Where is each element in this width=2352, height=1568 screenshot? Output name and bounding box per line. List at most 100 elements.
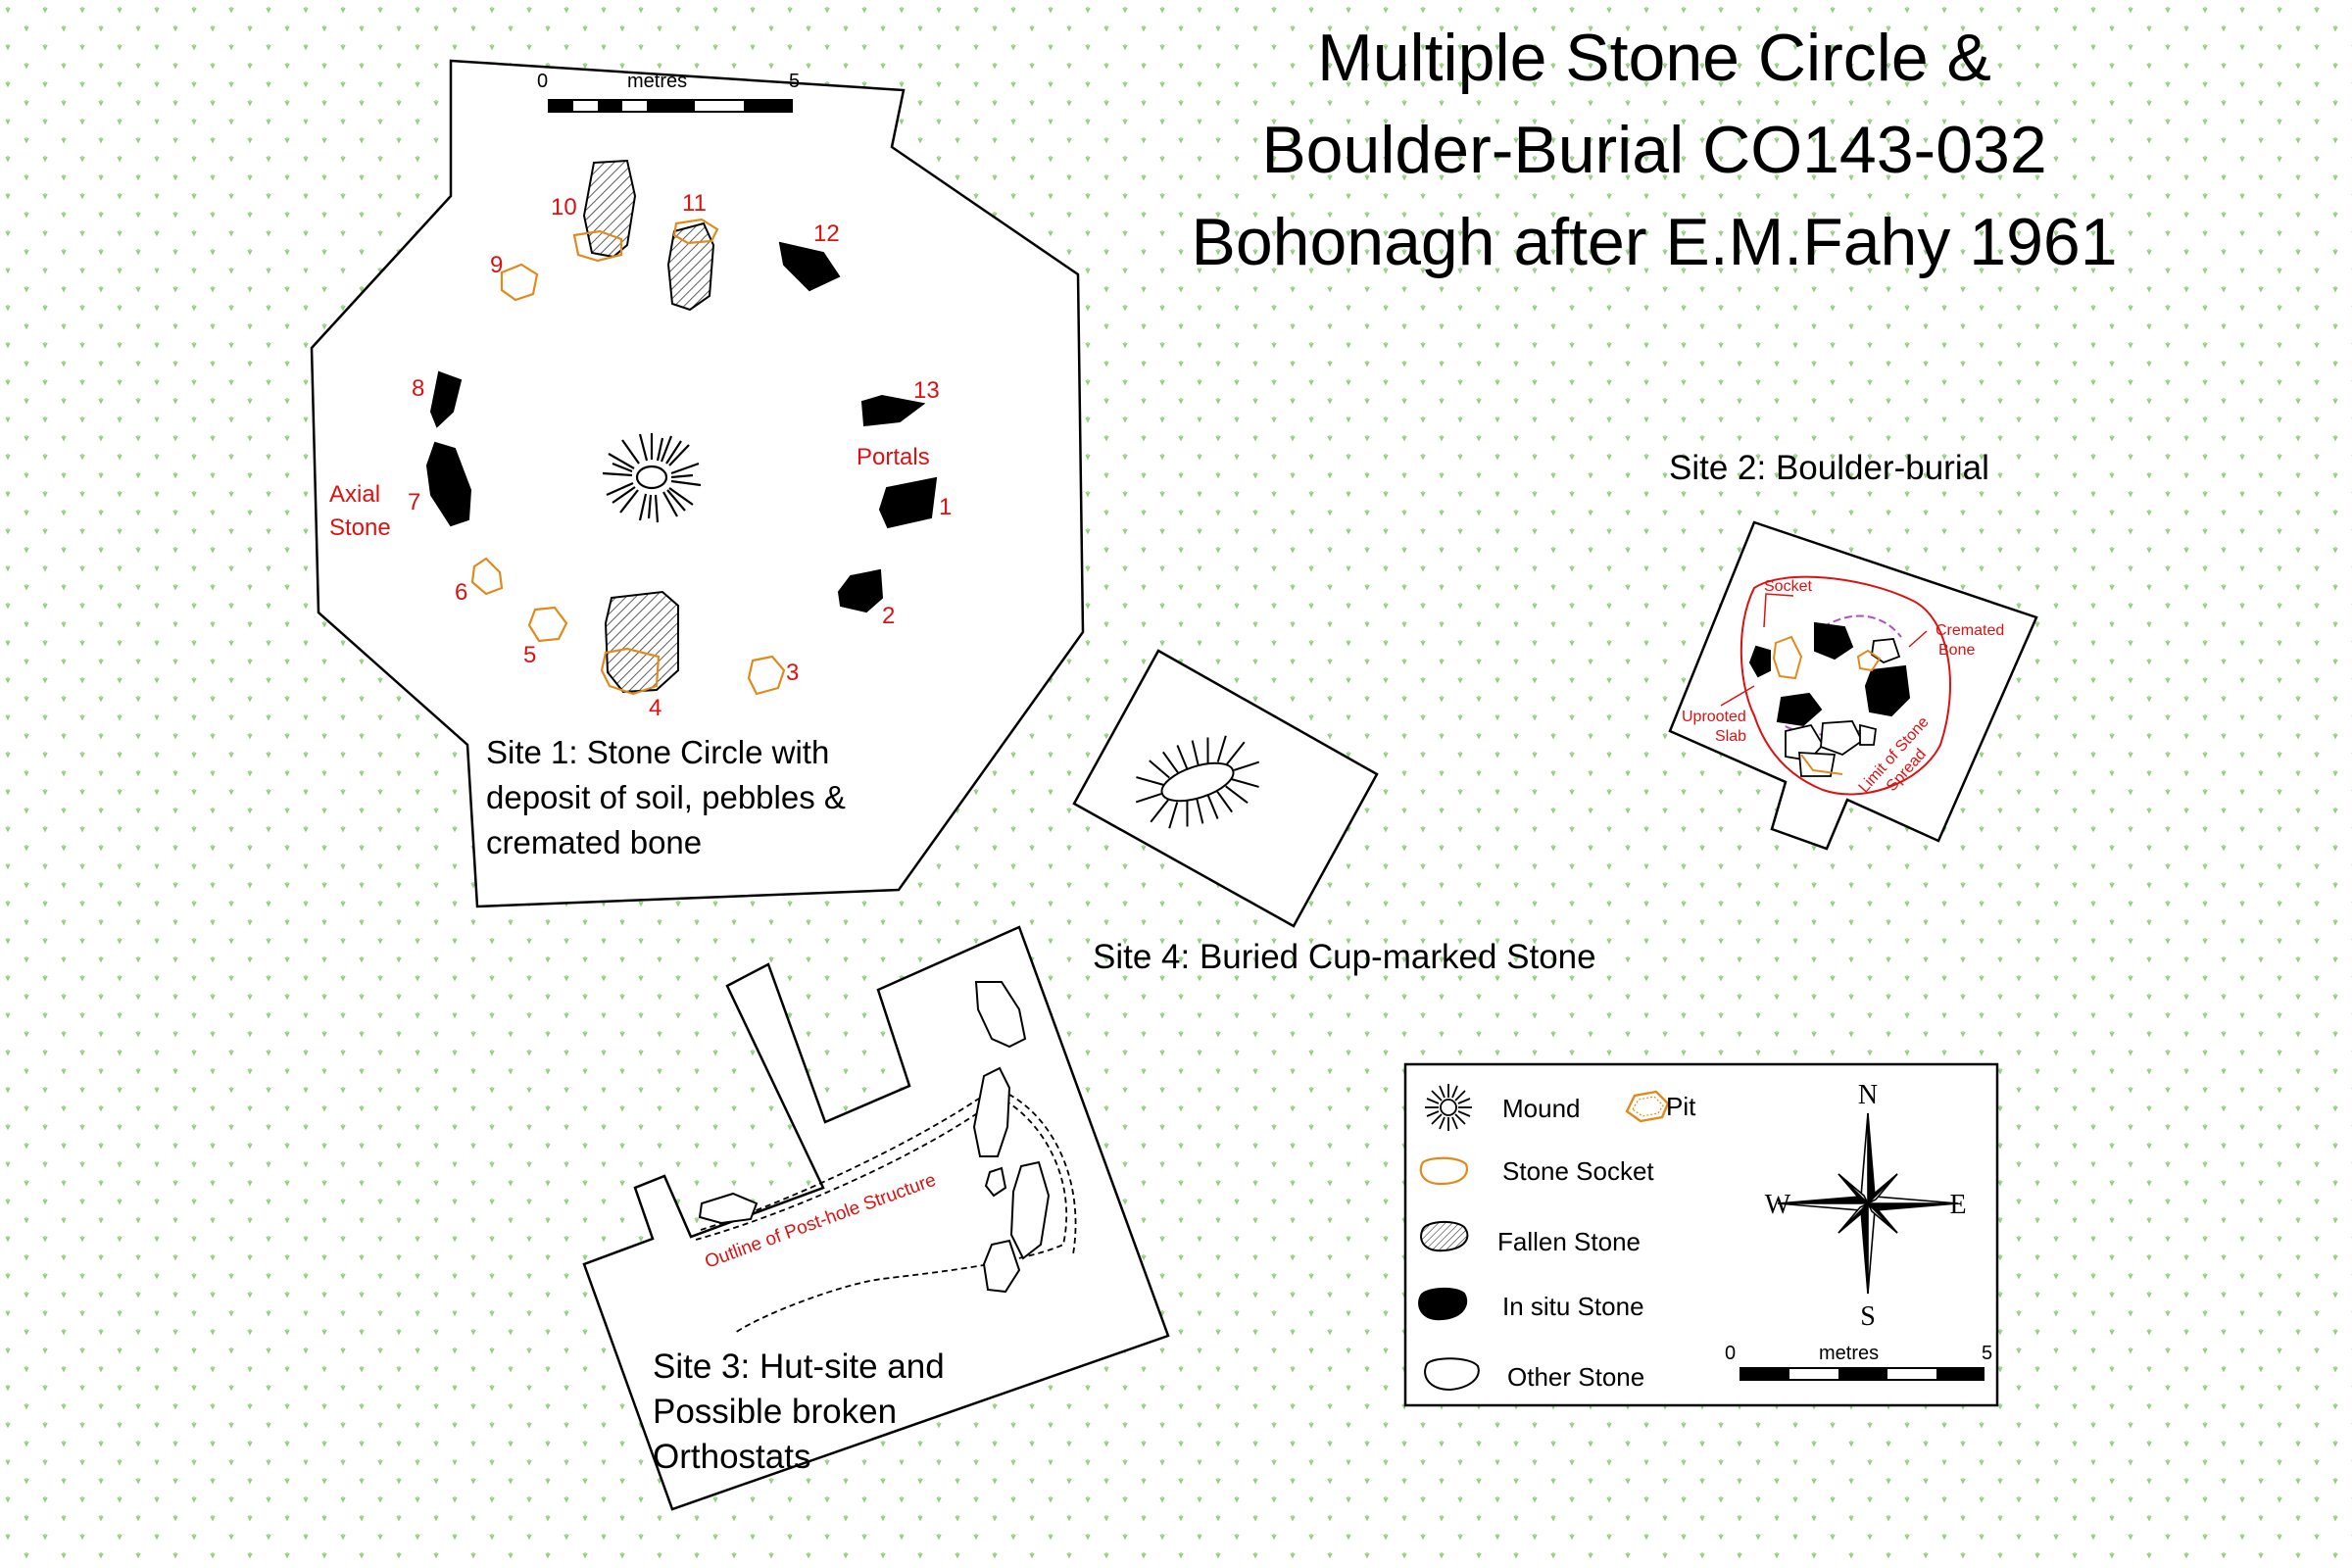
socket-4 bbox=[600, 647, 661, 696]
stone-label-13: 13 bbox=[913, 377, 940, 404]
site-2-boundary bbox=[1668, 520, 2038, 851]
stone-label-10: 10 bbox=[551, 194, 577, 220]
site-2-uprooted-label-line2: Slab bbox=[1715, 728, 1746, 745]
stone-11-fallen bbox=[666, 221, 715, 312]
site-2-other-stone-1 bbox=[1785, 723, 1825, 761]
site-2-other-stones bbox=[1785, 638, 1901, 777]
legend-fallen-stone-icon bbox=[1420, 1221, 1469, 1252]
site-2-in-situ-stone-3 bbox=[1776, 692, 1823, 727]
site-2-other-stone-4 bbox=[1871, 638, 1901, 664]
site-3-caption-line1: Site 3: Hut-site and bbox=[653, 1348, 945, 1386]
site-2-leader-lines bbox=[1720, 593, 1928, 707]
site-1-stone-numbers: 1 2 3 4 5 6 7 8 9 10 11 12 13 Axial Ston… bbox=[329, 190, 952, 721]
stone-12-in-situ bbox=[778, 241, 841, 292]
site-2-in-situ-stone-2 bbox=[1864, 664, 1911, 717]
stone-label-11: 11 bbox=[682, 190, 707, 217]
limit-of-stone-spread-outline bbox=[1740, 575, 1951, 796]
legend-stone-socket-label: Stone Socket bbox=[1502, 1156, 1654, 1186]
stone-label-1: 1 bbox=[939, 494, 952, 520]
site-2-socket-2 bbox=[1856, 649, 1882, 672]
site-1-caption-line2: deposit of soil, pebbles & bbox=[486, 779, 846, 815]
site-3-stone-5 bbox=[984, 1166, 1007, 1198]
socket-5 bbox=[527, 606, 568, 643]
socket-11 bbox=[672, 218, 719, 245]
title-line-1: Multiple Stone Circle & bbox=[1317, 21, 1991, 95]
legend-fallen-stone-label: Fallen Stone bbox=[1497, 1227, 1641, 1256]
stone-10-fallen bbox=[582, 159, 637, 259]
site-1-scale-bar: 0 metres 5 bbox=[537, 71, 800, 113]
site-2-other-stone-3 bbox=[1859, 723, 1877, 746]
stone-label-12: 12 bbox=[813, 220, 840, 247]
site-2-socket-3 bbox=[1800, 754, 1843, 775]
legend-scale-max: 5 bbox=[1982, 1343, 1992, 1364]
legend-in-situ-stone-icon bbox=[1418, 1288, 1468, 1321]
site-1-in-situ-stones bbox=[425, 241, 938, 613]
compass-east-label: E bbox=[1949, 1190, 1966, 1220]
site-3-stone-2 bbox=[972, 1066, 1011, 1157]
site-4-boundary bbox=[1072, 649, 1379, 928]
map-legend: Mound Pit Stone Socket Fallen Stone In s… bbox=[1403, 1062, 1999, 1407]
stone-label-7: 7 bbox=[408, 489, 420, 515]
site-3-caption-line2: Possible broken bbox=[653, 1393, 897, 1431]
site-3-stone-4 bbox=[982, 1239, 1021, 1294]
stone-8-in-situ bbox=[429, 370, 463, 428]
title-line-3: Bohonagh after E.M.Fahy 1961 bbox=[1191, 205, 2117, 279]
stone-label-6: 6 bbox=[455, 579, 467, 606]
legend-other-stone-label: Other Stone bbox=[1507, 1362, 1644, 1392]
site-1-scale-zero: 0 bbox=[537, 71, 548, 92]
stone-7-in-situ bbox=[425, 441, 472, 527]
site-2-in-situ-stones bbox=[1748, 621, 1911, 727]
socket-9 bbox=[500, 263, 539, 302]
legend-scale-unit: metres bbox=[1819, 1343, 1879, 1364]
legend-stone-socket-icon bbox=[1419, 1156, 1468, 1186]
site-1-scale-max: 5 bbox=[789, 71, 800, 92]
site-2-in-situ-stone-1 bbox=[1814, 621, 1854, 661]
stone-13-in-situ bbox=[860, 394, 926, 427]
site-3-stone-6 bbox=[698, 1192, 759, 1225]
site-3-outline bbox=[582, 925, 1170, 1511]
site-1-stone-sockets bbox=[470, 218, 786, 696]
legend-pit-label: Pit bbox=[1666, 1092, 1696, 1121]
stone-label-5: 5 bbox=[523, 642, 536, 668]
site-4-cup-marked-stone: Site 4: Buried Cup-marked Stone bbox=[1072, 649, 1596, 976]
site-2-cremated-label-line1: Cremated bbox=[1936, 622, 2004, 639]
site-2-other-stone-5 bbox=[1798, 752, 1837, 777]
site-3-stone-1 bbox=[974, 981, 1027, 1049]
stone-4-fallen bbox=[604, 590, 679, 694]
site-2-other-stone-2 bbox=[1820, 720, 1864, 757]
legend-scale-zero: 0 bbox=[1725, 1343, 1736, 1364]
site-2-boulder-burial: Site 2: Boulder-burial bbox=[1668, 449, 2038, 851]
axial-stone-label-line1: Axial bbox=[329, 481, 380, 508]
site-2-caption: Site 2: Boulder-burial bbox=[1669, 449, 1989, 487]
site-2-socket-1 bbox=[1772, 635, 1803, 680]
site-1-fallen-stones bbox=[582, 159, 715, 694]
legend-pit-icon bbox=[1625, 1090, 1670, 1123]
site-3-other-stones bbox=[698, 981, 1051, 1294]
site-3-stone-3 bbox=[1009, 1160, 1051, 1260]
legend-mound-label: Mound bbox=[1502, 1094, 1581, 1123]
map-title: Multiple Stone Circle & Boulder-Burial C… bbox=[1191, 21, 2117, 279]
site-3-caption: Site 3: Hut-site and Possible broken Ort… bbox=[653, 1348, 945, 1476]
socket-3 bbox=[747, 655, 786, 696]
site-2-in-situ-stone-4 bbox=[1748, 645, 1771, 678]
site-1-caption-line1: Site 1: Stone Circle with bbox=[486, 734, 829, 770]
stone-1-in-situ bbox=[878, 476, 938, 529]
compass-rose-icon: N S E W bbox=[1765, 1080, 1967, 1332]
site-4-mound-icon bbox=[1135, 735, 1260, 829]
site-1-stone-circle: 0 metres 5 bbox=[310, 59, 1085, 908]
title-line-2: Boulder-Burial CO143-032 bbox=[1261, 113, 2046, 187]
socket-6 bbox=[470, 557, 504, 596]
stone-label-4: 4 bbox=[649, 695, 662, 721]
site-1-mound-icon bbox=[602, 433, 702, 523]
legend-other-stone-icon bbox=[1424, 1357, 1480, 1392]
stone-label-9: 9 bbox=[490, 252, 503, 278]
site-1-caption-line3: cremated bone bbox=[486, 824, 702, 860]
axial-stone-label-line2: Stone bbox=[329, 514, 391, 541]
site-2-socket-label: Socket bbox=[1764, 578, 1812, 595]
site-1-caption: Site 1: Stone Circle with deposit of soi… bbox=[486, 734, 846, 860]
post-hole-structure-outline bbox=[695, 1086, 1077, 1334]
portals-label: Portals bbox=[857, 444, 930, 470]
stone-label-2: 2 bbox=[882, 603, 895, 629]
stone-2-in-situ bbox=[837, 568, 884, 613]
